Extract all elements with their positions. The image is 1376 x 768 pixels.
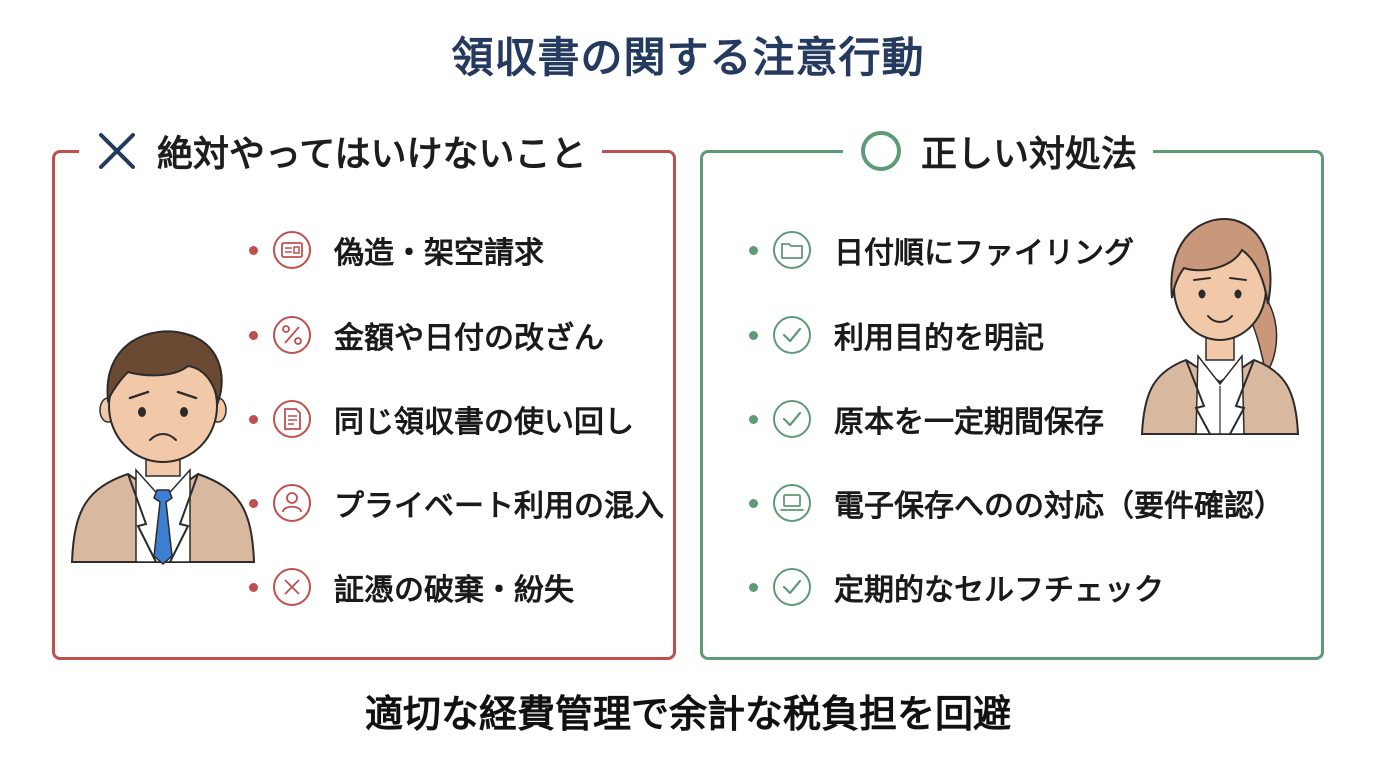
- list-item-label: 定期的なセルフチェック: [834, 573, 1164, 608]
- list-item-label: 金額や日付の改ざん: [334, 321, 604, 356]
- check-circle-icon: [773, 316, 811, 354]
- list-item: 偽造・架空請求: [249, 225, 544, 275]
- x-circle-icon: [273, 568, 311, 606]
- document-icon: [273, 400, 311, 438]
- circle-icon: [861, 131, 901, 171]
- bullet-dot: [749, 414, 758, 424]
- smiling-woman-illustration: [1140, 218, 1300, 435]
- list-item: 定期的なセルフチェック: [749, 562, 1164, 612]
- folder-icon: [773, 231, 811, 269]
- bullet-dot: [749, 245, 758, 255]
- receipt-icon: [273, 231, 311, 269]
- cross-icon: [99, 133, 135, 169]
- bullet-dot: [249, 414, 258, 424]
- bullet-dot: [749, 330, 758, 340]
- user-icon: [273, 484, 311, 522]
- correct-action-panel: 正しい対処法 日付順にファイリング 利用目的を明記 原本を一定期間保存: [700, 119, 1324, 660]
- percent-icon: [273, 316, 311, 354]
- list-item-label: 日付順にファイリング: [834, 236, 1134, 271]
- list-item-label: 偽造・架空請求: [334, 236, 544, 271]
- list-item: 原本を一定期間保存: [749, 394, 1104, 444]
- correct-action-heading-text: 正しい対処法: [921, 134, 1138, 175]
- list-item: 金額や日付の改ざん: [249, 310, 604, 360]
- check-circle-icon: [773, 568, 811, 606]
- bullet-dot: [749, 582, 758, 592]
- bullet-dot: [249, 330, 258, 340]
- bullet-dot: [749, 498, 758, 508]
- correct-action-heading: 正しい対処法: [843, 119, 1154, 183]
- list-item-label: 証憑の破棄・紛失: [334, 573, 574, 608]
- list-item: 電子保存へのの対応（要件確認）: [749, 478, 1284, 528]
- list-item: 同じ領収書の使い回し: [249, 394, 634, 444]
- list-item: 日付順にファイリング: [749, 225, 1134, 275]
- dont-do-heading-text: 絶対やってはいけないこと: [157, 134, 587, 175]
- list-item-label: 原本を一定期間保存: [834, 405, 1104, 440]
- dont-do-panel: 絶対やってはいけないこと 偽造・架空請求 金額や日付の改ざん: [52, 119, 676, 660]
- page-title: 領収書の関する注意行動: [451, 33, 925, 82]
- footer-message: 適切な経費管理で余計な税負担を回避: [364, 692, 1011, 736]
- dont-do-heading: 絶対やってはいけないこと: [79, 119, 603, 183]
- bullet-dot: [249, 498, 258, 508]
- bullet-dot: [249, 245, 258, 255]
- worried-man-illustration: [70, 330, 256, 566]
- list-item: 利用目的を明記: [749, 310, 1044, 360]
- laptop-icon: [773, 484, 811, 522]
- list-item-label: プライベート利用の混入: [334, 489, 664, 524]
- list-item: 証憑の破棄・紛失: [249, 562, 574, 612]
- list-item-label: 利用目的を明記: [834, 321, 1044, 356]
- list-item: プライベート利用の混入: [249, 478, 664, 528]
- list-item-label: 同じ領収書の使い回し: [334, 405, 634, 440]
- list-item-label: 電子保存へのの対応（要件確認）: [834, 489, 1284, 524]
- check-circle-icon: [773, 400, 811, 438]
- bullet-dot: [249, 582, 258, 592]
